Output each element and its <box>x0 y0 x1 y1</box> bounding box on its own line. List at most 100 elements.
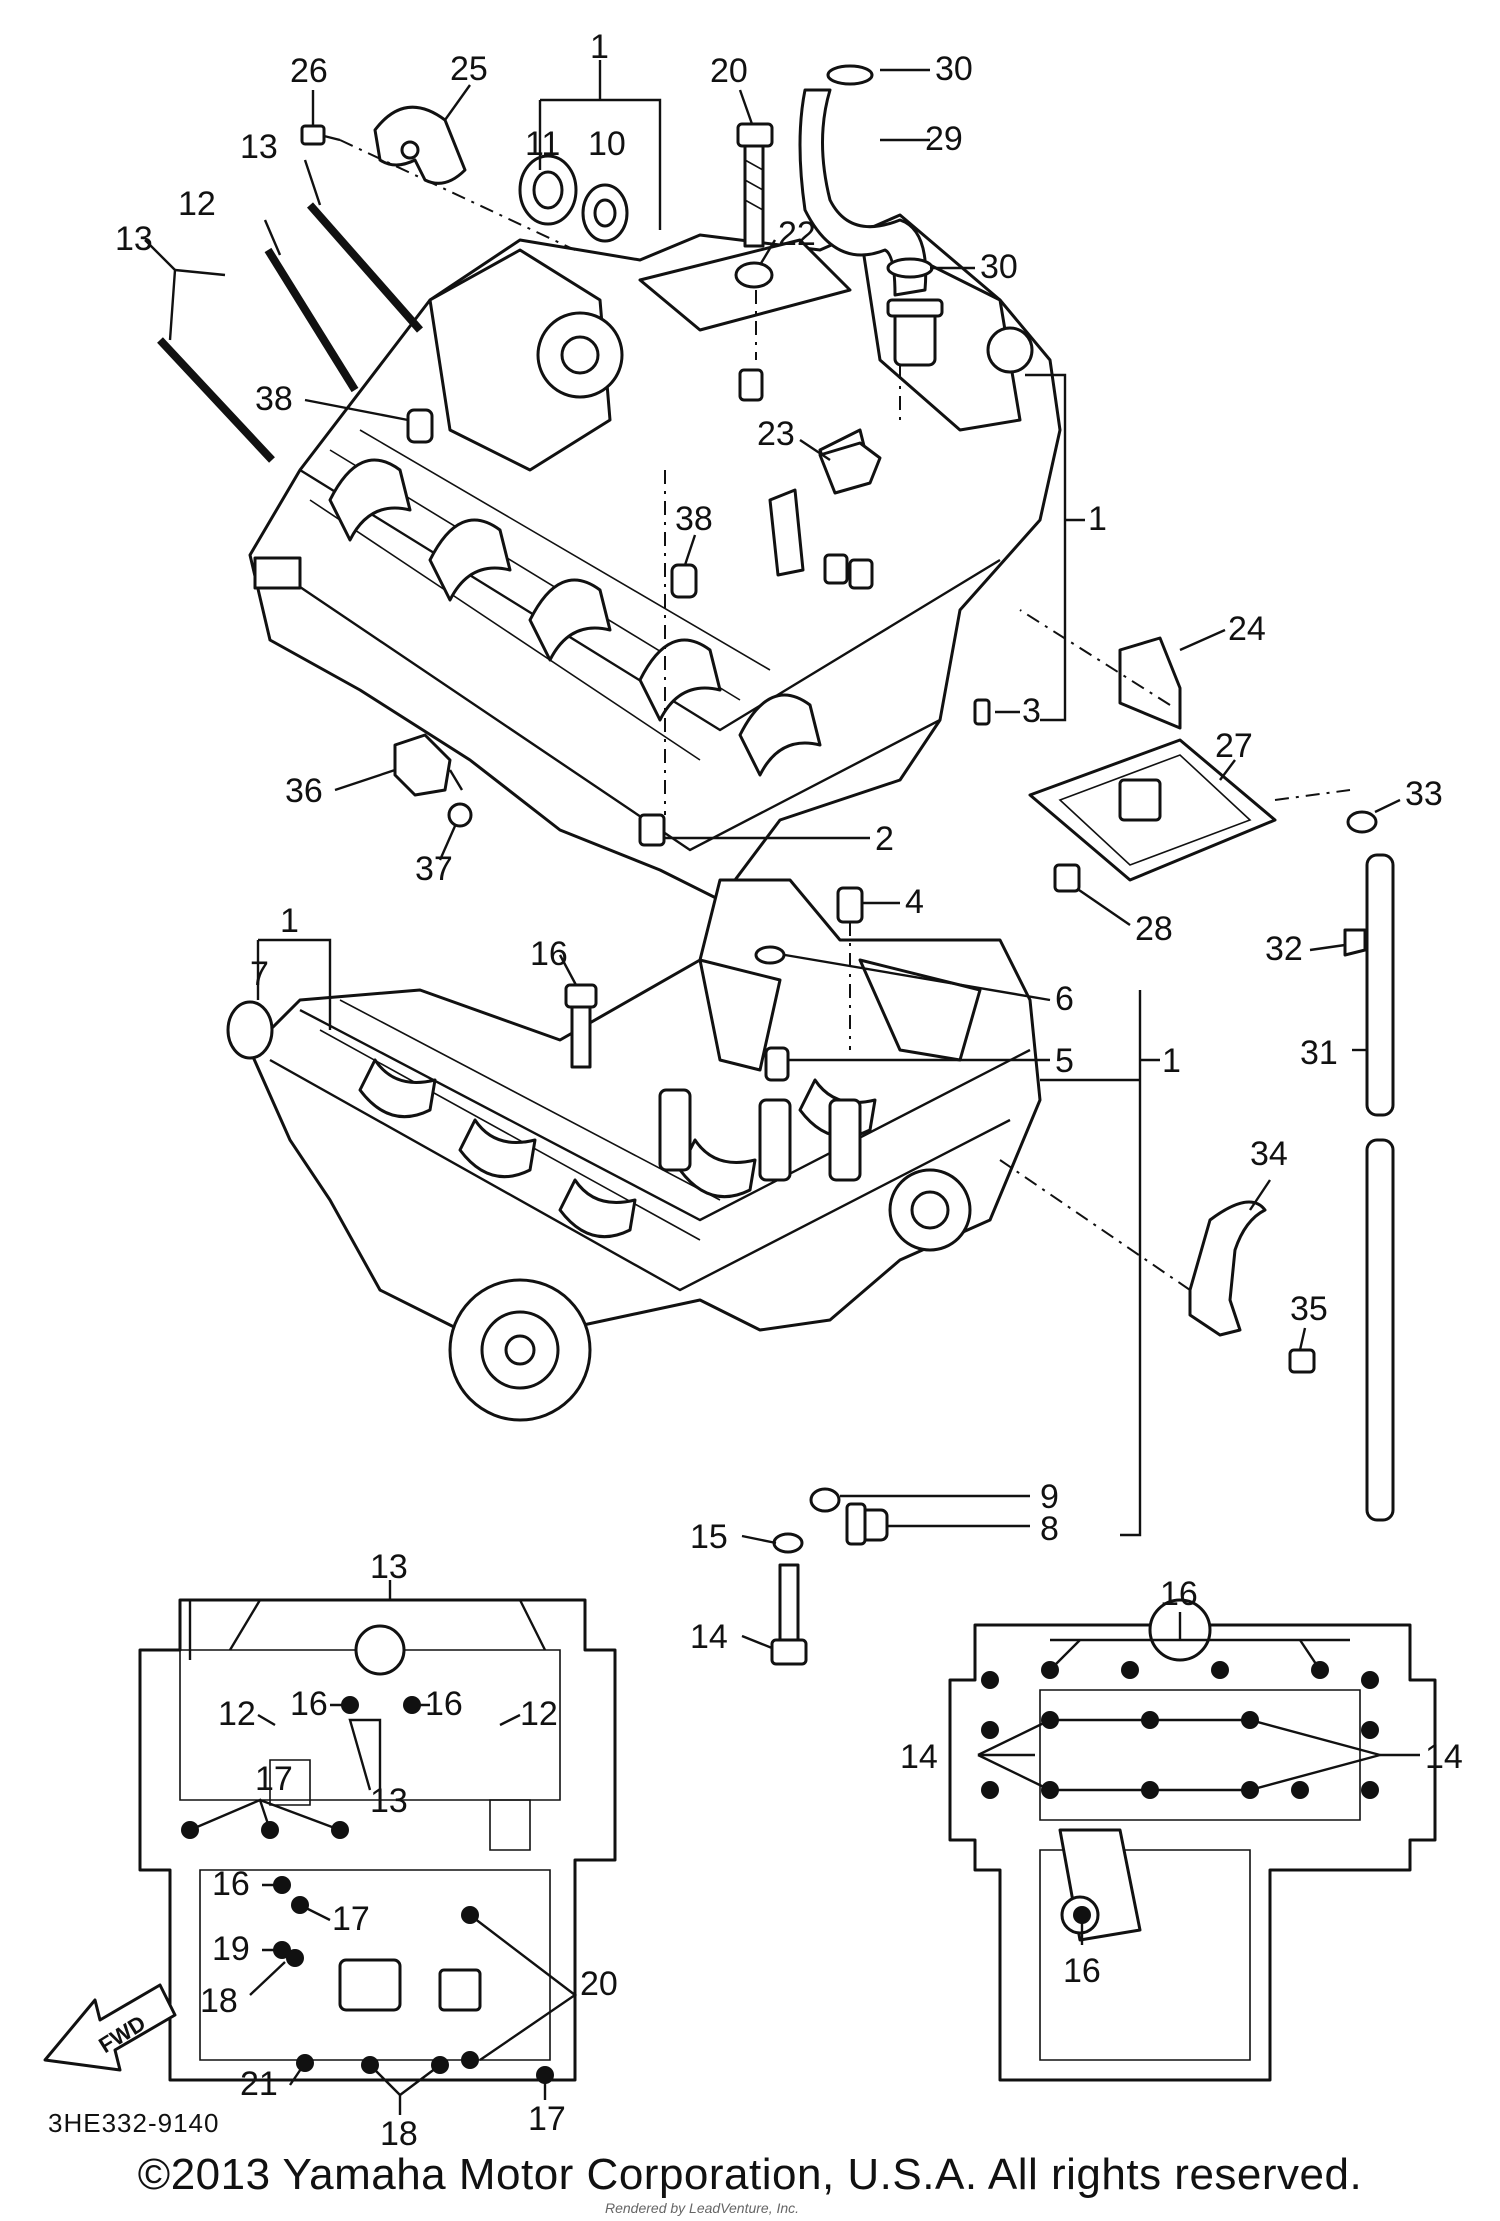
callout-7: 7 <box>250 955 269 993</box>
bottom-left-detail-view <box>138 1580 617 2115</box>
part-4-dowel <box>836 886 864 924</box>
studs-12-13 <box>157 202 424 463</box>
detail-left-callout-19: 19 <box>212 1930 250 1968</box>
callout-8: 8 <box>1040 1510 1059 1548</box>
callout-1-right: 1 <box>1088 500 1107 538</box>
part-32-clip <box>1343 928 1367 957</box>
breather-fitting <box>886 298 944 367</box>
callout-38-left: 38 <box>255 380 293 418</box>
detail-left-callout-12-b: 12 <box>520 1695 558 1733</box>
callout-26: 26 <box>290 52 328 90</box>
callout-14-main: 14 <box>690 1618 728 1656</box>
detail-left-callout-17-b: 17 <box>332 1900 370 1938</box>
part-9-gasket <box>809 1487 841 1513</box>
callout-35: 35 <box>1290 1290 1328 1328</box>
part-38-dowel-b <box>670 563 698 599</box>
callout-16-main: 16 <box>530 935 568 973</box>
detail-left-callout-20: 20 <box>580 1965 618 2003</box>
part-2-plug <box>638 813 666 847</box>
callout-38-mid: 38 <box>675 500 713 538</box>
part-6-o-ring <box>754 945 786 965</box>
part-15-washer <box>772 1532 804 1554</box>
part-25-cover <box>373 105 467 185</box>
lower-crankcase <box>248 878 1042 1422</box>
render-credit: Rendered by LeadVenture, Inc. <box>605 2200 800 2216</box>
callout-20: 20 <box>710 52 748 90</box>
callout-2: 2 <box>875 820 894 858</box>
detail-left-callout-16-b: 16 <box>425 1685 463 1723</box>
part-23-bracket <box>818 441 882 495</box>
part-29-hose <box>798 88 928 297</box>
callout-30-lower: 30 <box>980 248 1018 286</box>
part-22-washer <box>734 261 774 289</box>
callout-1-top: 1 <box>590 28 609 66</box>
detail-left-callout-17-c: 17 <box>528 2100 566 2138</box>
callout-37: 37 <box>415 850 453 888</box>
callout-1-left: 1 <box>280 902 299 940</box>
callout-9: 9 <box>1040 1478 1059 1516</box>
callout-25: 25 <box>450 50 488 88</box>
detail-left-callout-16-a: 16 <box>290 1685 328 1723</box>
assembly-dashed-lines <box>339 139 1351 1291</box>
part-35-bolt <box>1288 1348 1316 1374</box>
callout-13-upper: 13 <box>240 128 278 166</box>
drawing-code: 3HE332-9140 <box>48 2108 219 2138</box>
part-33-clamp <box>1346 810 1378 834</box>
part-31-hose <box>1365 853 1395 1522</box>
detail-left-callout-16-c: 16 <box>212 1865 250 1903</box>
detail-left-callout-21: 21 <box>240 2065 278 2103</box>
callout-3: 3 <box>1022 692 1041 730</box>
detail-right-callout-14-a: 14 <box>900 1738 938 1776</box>
callout-5: 5 <box>1055 1042 1074 1080</box>
part-30-clamp-lower <box>886 257 934 279</box>
callout-22: 22 <box>778 215 816 253</box>
detail-left-callout-13-b: 13 <box>370 1782 408 1820</box>
fwd-arrow-icon: FWD <box>43 1983 177 2072</box>
callout-27: 27 <box>1215 727 1253 765</box>
callout-11: 11 <box>525 125 560 163</box>
detail-right-callout-14-b: 14 <box>1425 1738 1463 1776</box>
callout-31: 31 <box>1300 1034 1338 1072</box>
callout-12-upper: 12 <box>178 185 216 223</box>
part-34-bracket <box>1188 1200 1267 1337</box>
part-37-o-ring <box>447 802 473 828</box>
callout-32: 32 <box>1265 930 1303 968</box>
callout-13-left: 13 <box>115 220 153 258</box>
detail-left-callout-18-a: 18 <box>200 1982 238 2020</box>
part-28-bolt <box>1053 863 1081 893</box>
copyright-notice: ©2013 Yamaha Motor Corporation, U.S.A. A… <box>137 2150 1363 2199</box>
callout-36: 36 <box>285 772 323 810</box>
part-5-jet <box>764 1046 790 1082</box>
detail-left-callout-12-a: 12 <box>218 1695 256 1733</box>
part-7-oil-seal <box>226 1000 274 1060</box>
leader-lines <box>144 60 1401 1650</box>
callout-6: 6 <box>1055 980 1074 1018</box>
callout-15: 15 <box>690 1518 728 1556</box>
part-8-plug <box>845 1502 889 1546</box>
callout-labels: 26 25 1 11 10 13 12 13 20 30 29 30 22 38… <box>48 28 1463 2153</box>
part-30-clamp-top <box>826 64 874 86</box>
part-16-bolt <box>564 983 598 1069</box>
callout-1-lower: 1 <box>1162 1042 1181 1080</box>
detail-left-callout-13: 13 <box>370 1548 408 1586</box>
callout-4: 4 <box>905 883 924 921</box>
callout-34: 34 <box>1250 1135 1288 1173</box>
part-24-bracket <box>1118 636 1182 730</box>
detail-right-callout-16-b: 16 <box>1063 1952 1101 1990</box>
part-14-bolt <box>770 1563 808 1666</box>
callout-33: 33 <box>1405 775 1443 813</box>
part-11-bearing <box>518 154 578 226</box>
detail-left-callout-18-b: 18 <box>380 2115 418 2153</box>
callout-30-top: 30 <box>935 50 973 88</box>
detail-left-callout-17-a: 17 <box>255 1760 293 1798</box>
upper-crankcase <box>248 213 1062 902</box>
callout-23: 23 <box>757 415 795 453</box>
part-10-oil-seal <box>581 183 629 243</box>
callout-29: 29 <box>925 120 963 158</box>
part-27-plate <box>1028 738 1277 882</box>
callout-10: 10 <box>588 125 626 163</box>
upper-bearing-saddles <box>328 458 822 777</box>
callout-28: 28 <box>1135 910 1173 948</box>
